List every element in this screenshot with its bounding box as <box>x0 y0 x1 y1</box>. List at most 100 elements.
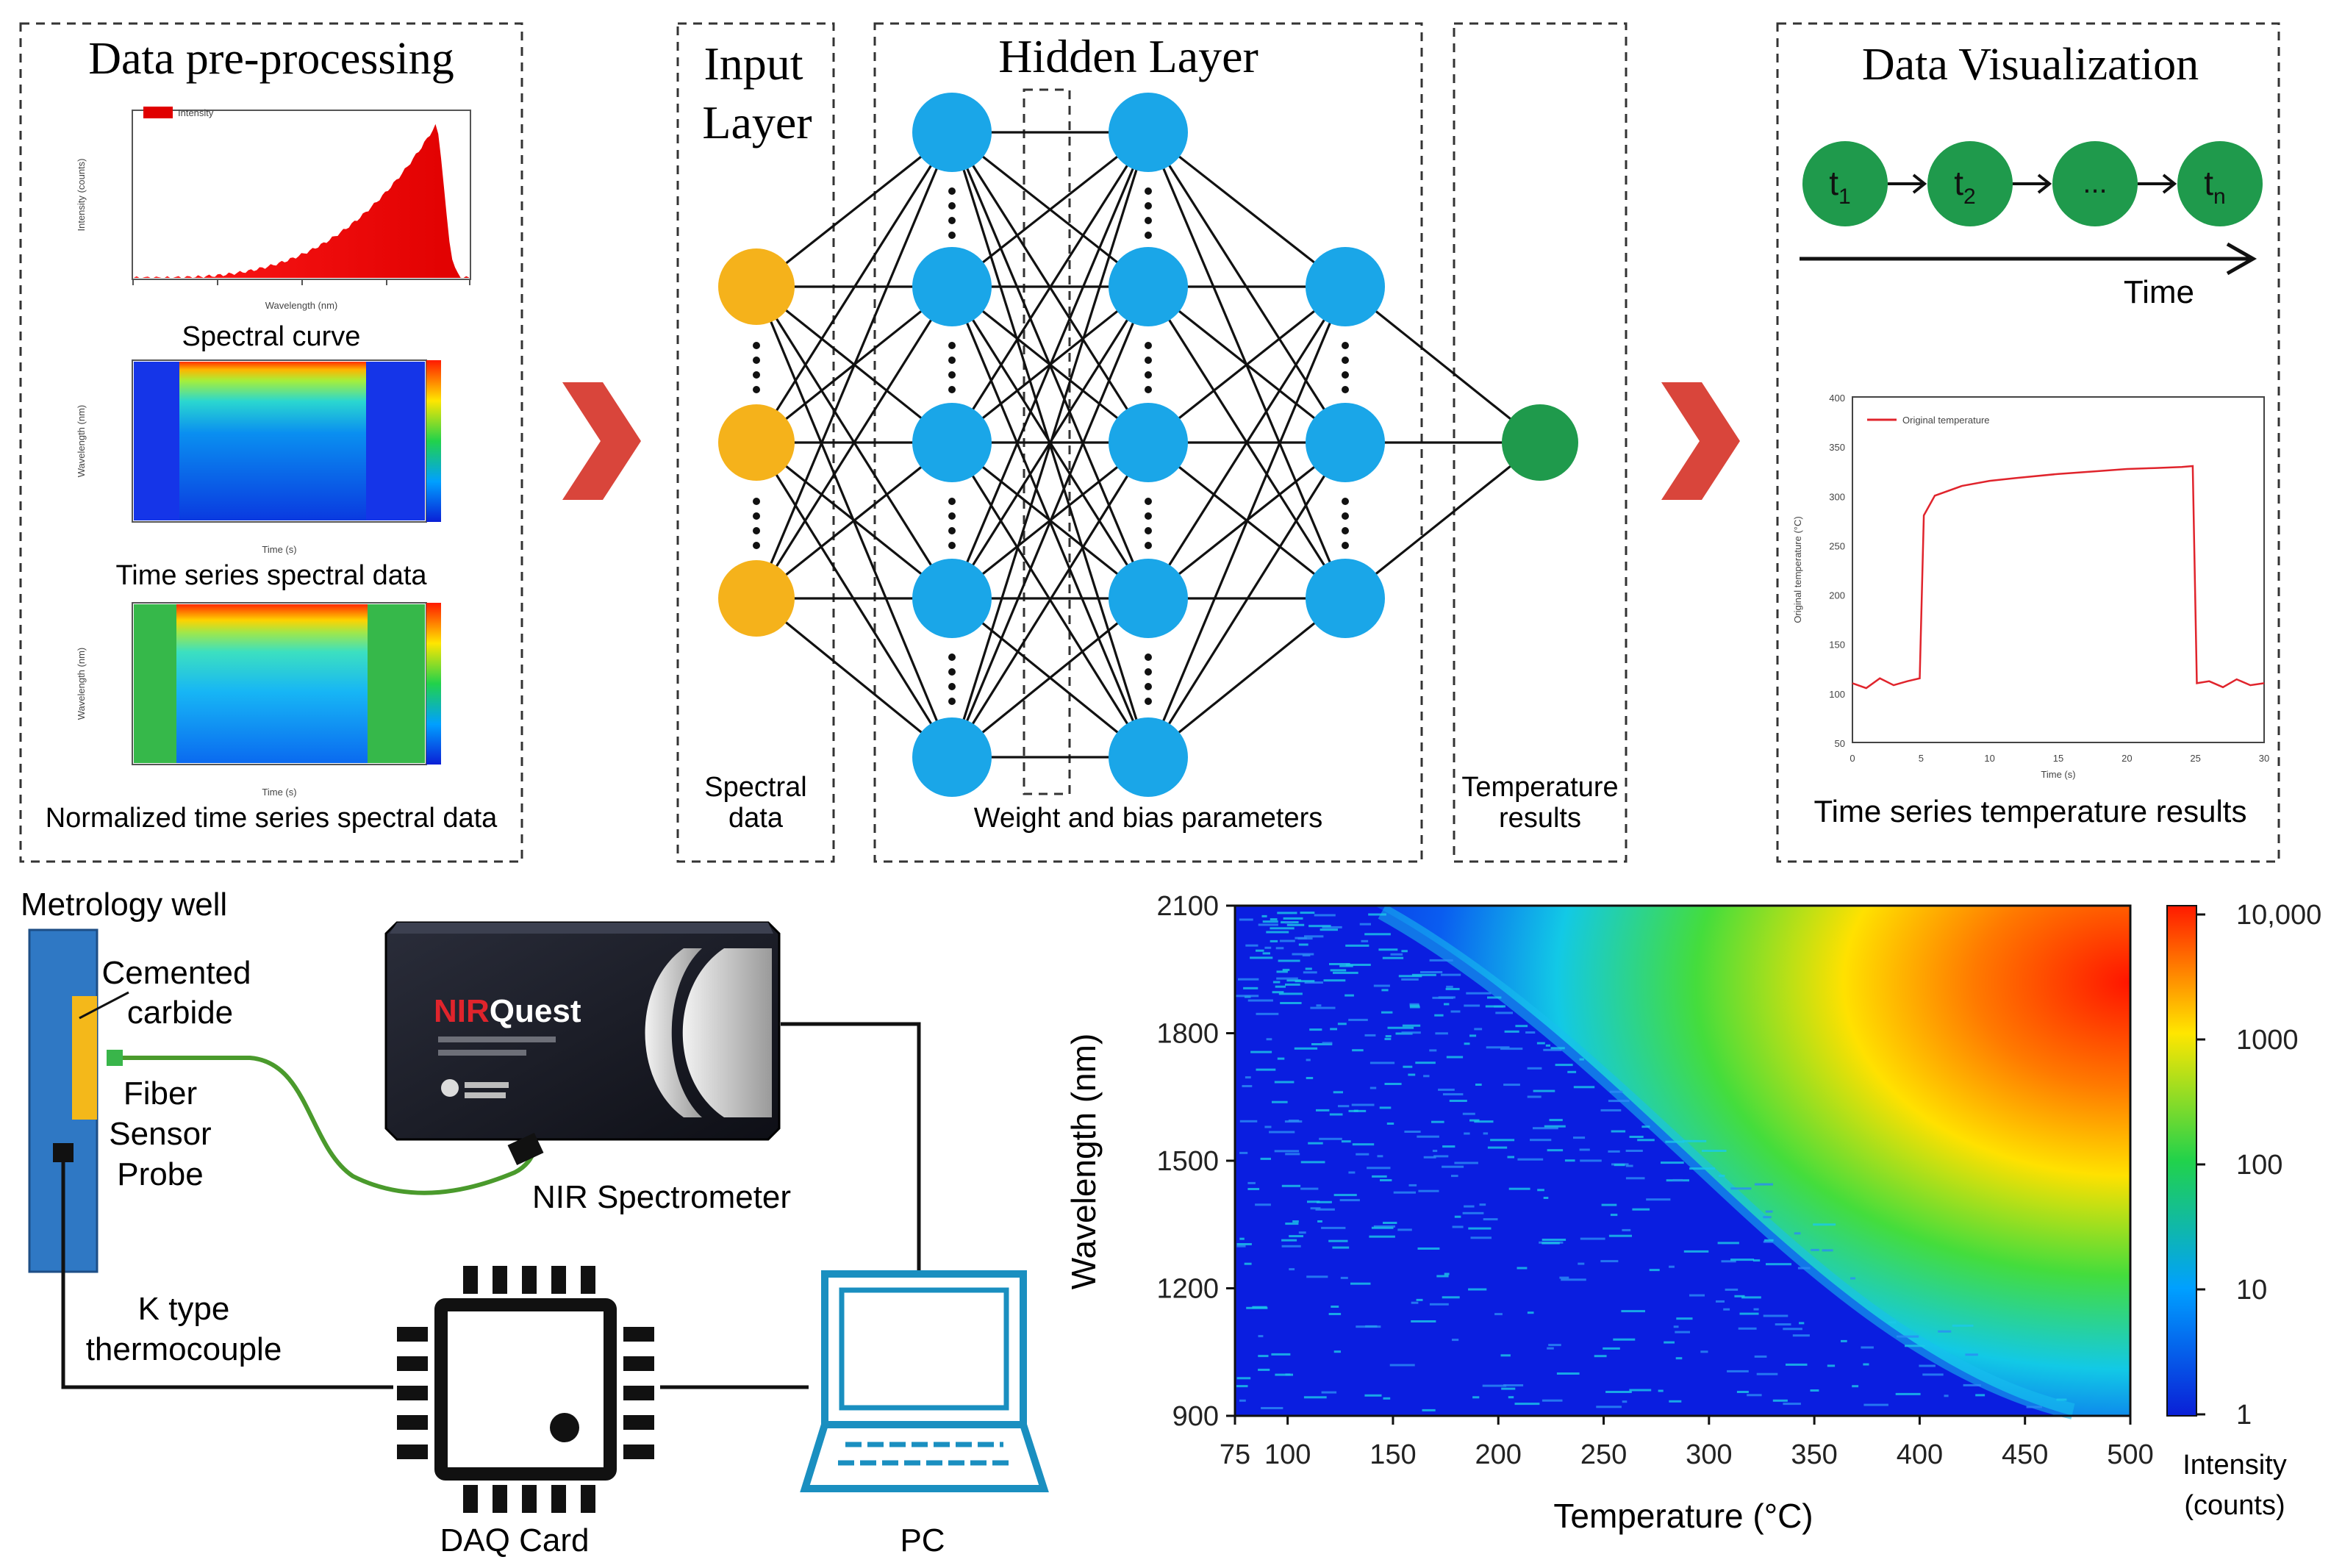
time-node-1-sub: 1 <box>1838 185 1851 209</box>
network-edge <box>950 132 1150 758</box>
spectral-curve-caption: Spectral curve <box>182 321 361 352</box>
time-series-heat-region <box>179 362 366 520</box>
visualization-title: Data Visualization <box>1862 40 2199 90</box>
network-edge <box>950 132 1150 599</box>
ellipsis-dot <box>948 512 956 520</box>
panel-input-layer: Input Layer Spectral data <box>676 22 835 863</box>
ellipsis-dot <box>1145 654 1152 661</box>
daq-pin <box>623 1415 654 1430</box>
ellipsis-dot <box>1145 202 1152 210</box>
colorbar-tick: 100 <box>2236 1150 2282 1181</box>
spectrometer-lens-1 <box>645 948 702 1117</box>
ellipsis-dot <box>753 542 760 549</box>
normalized-xlabel: Time (s) <box>262 787 296 798</box>
network-connections <box>755 131 1541 759</box>
time-series-heatmap: Time (s) Wavelength (nm) <box>76 359 441 555</box>
experimental-setup: Metrology well Cemented carbide Fiber Se… <box>21 887 1049 1558</box>
spectrometer-lens-2 <box>682 948 772 1117</box>
spectrometer-brand-a: NIR <box>434 993 490 1029</box>
heatmap-x-tick: 75 <box>1220 1439 1250 1470</box>
preprocessing-title: Data pre-processing <box>88 34 454 84</box>
ellipsis-dot <box>1342 386 1349 393</box>
daq-card-icon <box>397 1266 654 1513</box>
ellipsis-dot <box>1145 187 1152 195</box>
time-node-n-label: t <box>2204 164 2213 202</box>
daq-pin <box>463 1266 478 1294</box>
heatmap-y-tick: 2100 <box>1156 891 1219 922</box>
ellipsis-dot <box>1145 232 1152 239</box>
time-node-n-sub: n <box>2213 185 2226 209</box>
network-edge <box>755 597 953 759</box>
colorbar-tick: 1000 <box>2236 1025 2299 1056</box>
heatmap-x-tick: 500 <box>2107 1439 2153 1470</box>
temp-y-tick: 150 <box>1829 640 1845 651</box>
spectral-x-ticks <box>132 279 470 285</box>
input-layer-title-2: Layer <box>702 96 812 148</box>
daq-pin <box>397 1327 428 1342</box>
spectral-legend-swatch <box>143 107 173 118</box>
ellipsis-dot <box>753 342 760 349</box>
heatmap-x-tick: 400 <box>1897 1439 1943 1470</box>
time-node-2-label: t <box>1954 164 1963 202</box>
ellipsis-dot <box>948 668 956 676</box>
spectrometer-to-pc-cable <box>781 1022 921 1272</box>
panel-preprocessing: Data pre-processing Intensity Wavelength… <box>19 22 523 863</box>
carbide-label-1: Cemented <box>101 955 251 991</box>
ellipsis-dot <box>753 527 760 534</box>
hidden-node <box>1109 93 1188 172</box>
hidden-node <box>1109 559 1188 638</box>
time-node-3 <box>2052 141 2138 226</box>
daq-pin <box>623 1386 654 1400</box>
ellipsis-dot <box>948 342 956 349</box>
colorbar-tick: 10,000 <box>2236 900 2321 931</box>
network-edge <box>1147 286 1347 758</box>
ellipsis-dot <box>1145 512 1152 520</box>
hidden-layer-caption: Weight and bias parameters <box>974 803 1323 834</box>
thermo-label-2: thermocouple <box>86 1331 282 1367</box>
heatmap-x-tick: 300 <box>1686 1439 1732 1470</box>
ellipsis-dot <box>1342 527 1349 534</box>
input-layer-caption-2: data <box>728 803 784 834</box>
temp-y-tick: 50 <box>1835 738 1845 749</box>
heatmap-ylabel: Wavelength (nm) <box>1064 1034 1103 1290</box>
spectrometer-logo-icon <box>441 1079 459 1097</box>
thermocouple-connector <box>53 1143 74 1162</box>
daq-pin <box>551 1266 566 1294</box>
network-edge <box>950 442 1150 758</box>
nir-spectrometer: NIRQuest <box>384 921 781 1166</box>
daq-pin <box>623 1327 654 1342</box>
heatmap-y-tick: 1200 <box>1156 1274 1219 1305</box>
daq-pin <box>623 1356 654 1371</box>
temp-x-tick: 15 <box>2053 753 2063 764</box>
time-node-2-sub: 2 <box>1963 185 1976 209</box>
normalized-colorbar <box>426 603 441 765</box>
input-layer-title-1: Input <box>703 37 803 90</box>
ellipsis-dot <box>948 698 956 705</box>
fiber-probe-tip <box>107 1050 123 1066</box>
spectral-curve-area <box>134 123 469 278</box>
ellipsis-dot <box>1145 527 1152 534</box>
daq-pin <box>397 1356 428 1371</box>
ellipsis-dot <box>1145 542 1152 549</box>
heatmap-noise-texture <box>1236 912 2067 1411</box>
temp-legend-label: Original temperature <box>1902 415 1990 426</box>
ellipsis-dot <box>1145 698 1152 705</box>
time-node-3-label: ... <box>2083 167 2107 199</box>
network-nodes <box>718 93 1578 797</box>
daq-pin <box>522 1266 537 1294</box>
hidden-node <box>912 93 992 172</box>
spectrometer-brand-b: Quest <box>490 993 581 1029</box>
daq-pin <box>522 1485 537 1513</box>
heatmap-x-tick: 350 <box>1791 1439 1837 1470</box>
time-series-colorbar <box>426 360 441 522</box>
time-node-2 <box>1927 141 2013 226</box>
network-edge <box>950 132 1150 443</box>
probe-label-1: Fiber <box>123 1075 197 1111</box>
hidden-node <box>912 403 992 482</box>
pc-laptop-icon <box>800 1270 1049 1492</box>
